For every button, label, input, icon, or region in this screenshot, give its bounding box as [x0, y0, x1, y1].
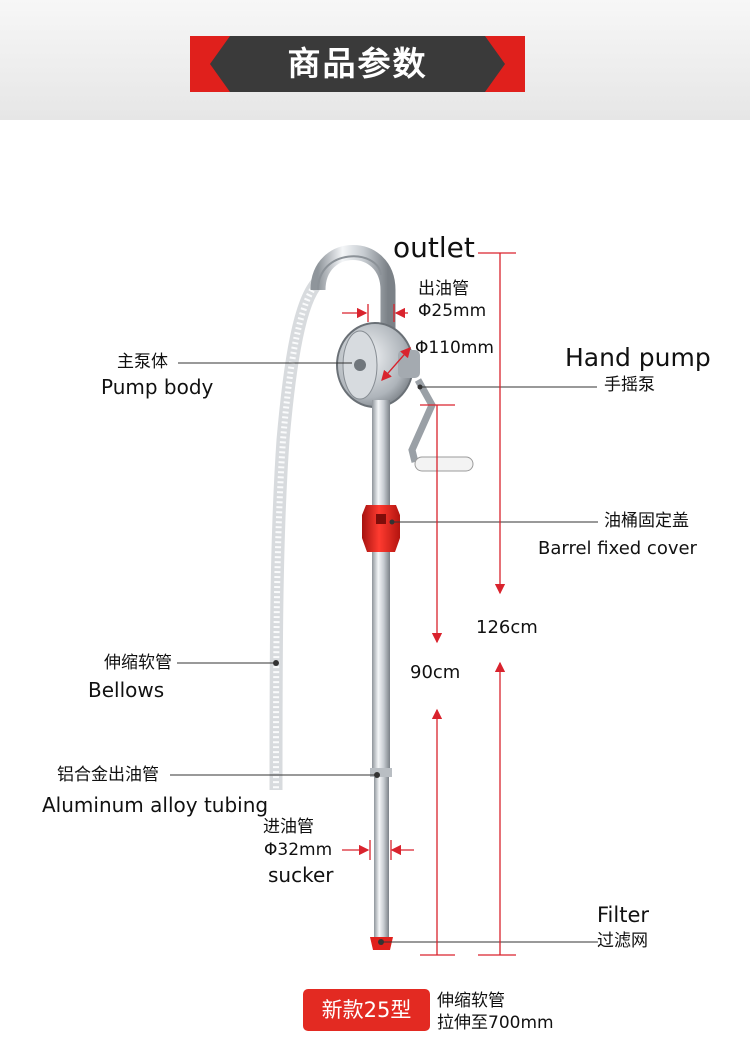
filter-cn-label: 过滤网	[597, 931, 648, 951]
aluminum-tube	[372, 550, 390, 775]
hand-pump-label: Hand pump	[565, 343, 711, 372]
hand-pump-cn-label: 手摇泵	[604, 375, 655, 395]
crank-handle	[408, 378, 436, 463]
sucker-diameter-label: Φ32mm	[264, 840, 333, 860]
sucker-cn-label: 进油管	[263, 817, 314, 837]
callout-lines	[170, 362, 598, 943]
bellows-hose	[269, 277, 323, 791]
footer-note-line1: 伸缩软管	[437, 991, 505, 1011]
callout-dots	[273, 384, 423, 945]
barrel-cover-label: Barrel fixed cover	[538, 538, 697, 559]
outlet-label: outlet	[393, 231, 475, 264]
sucker-tube	[374, 777, 389, 937]
tubing-label: Aluminum alloy tubing	[42, 793, 269, 817]
footer-note-line2: 拉伸至700mm	[437, 1013, 554, 1033]
height-total-label: 126cm	[476, 617, 538, 638]
tubing-cn-label: 铝合金出油管	[57, 765, 159, 785]
pump-diameter-label: Φ110mm	[415, 338, 494, 358]
outlet-cn-label: 出油管	[418, 279, 469, 299]
barrel-cover-cn-label: 油桶固定盖	[604, 511, 689, 531]
title-banner	[190, 36, 525, 92]
upper-tube	[372, 400, 390, 505]
crank-grip	[414, 456, 474, 472]
bellows-cn-label: 伸缩软管	[104, 653, 172, 673]
dimension-lines	[342, 252, 516, 956]
bellows-label: Bellows	[88, 678, 165, 702]
pump-body-cn-label: 主泵体	[117, 352, 168, 372]
page-title: 商品参数	[287, 44, 428, 83]
sucker-label: sucker	[268, 863, 334, 887]
height-tube-label: 90cm	[410, 662, 461, 683]
model-badge: 新款25型	[303, 989, 430, 1031]
outlet-diameter-label: Φ25mm	[418, 301, 487, 321]
pump-body-label: Pump body	[101, 375, 214, 399]
barrel-cap	[362, 505, 400, 552]
filter-label: Filter	[597, 903, 650, 927]
